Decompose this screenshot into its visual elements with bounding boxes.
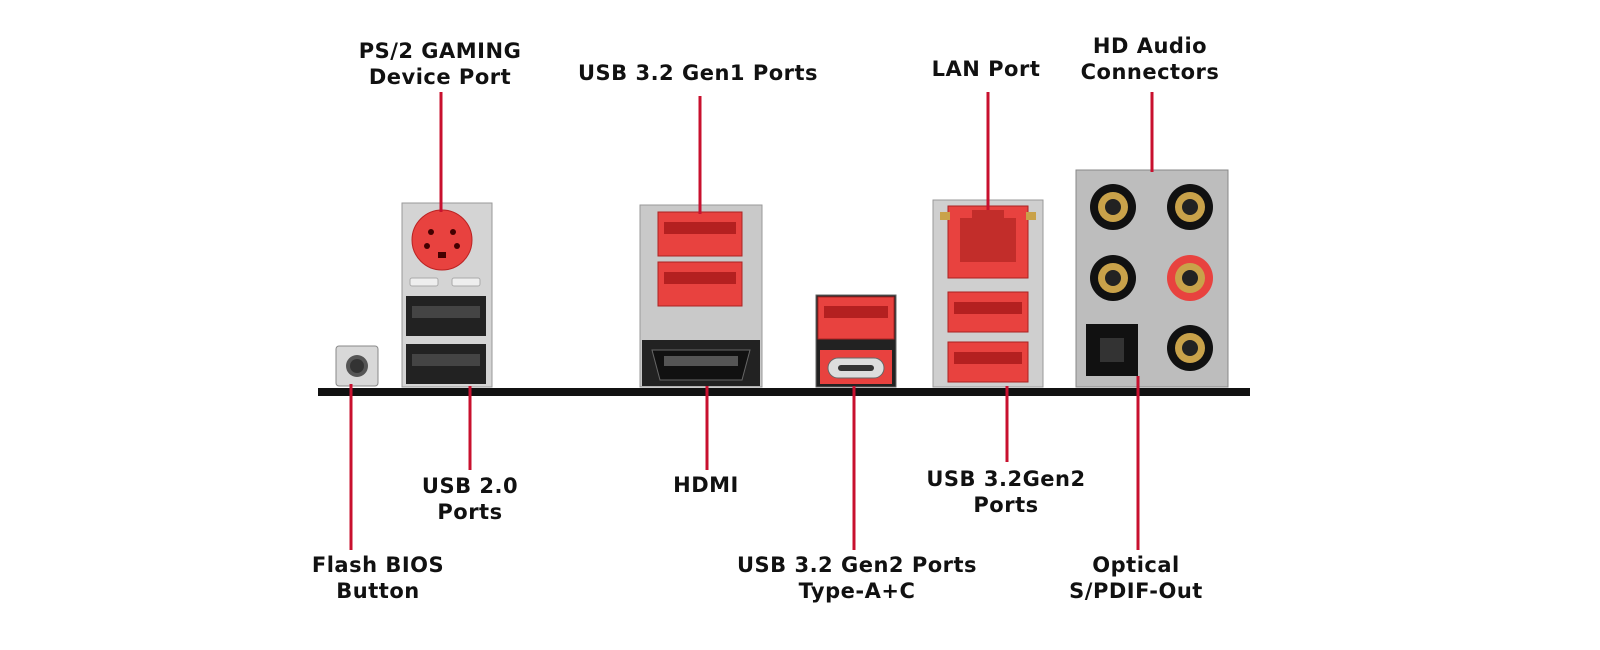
label-usb32-gen2-type-a-c: USB 3.2 Gen2 Ports Type-A+C xyxy=(737,552,977,604)
label-line-2: Ports xyxy=(973,493,1039,517)
label-line-1: USB 3.2 Gen2 Ports xyxy=(736,553,978,577)
label-usb20-ports: USB 2.0 Ports xyxy=(422,473,518,525)
label-line-1: Optical xyxy=(1092,553,1180,577)
label-line-2: S/PDIF-Out xyxy=(1069,579,1203,603)
label-optical-spdif-out: Optical S/PDIF-Out xyxy=(1069,552,1203,604)
label-line-1: USB 3.2Gen2 xyxy=(926,467,1086,491)
label-line-2: Device Port xyxy=(368,65,512,89)
label-hd-audio-connectors: HD Audio Connectors xyxy=(1081,33,1220,85)
label-line-2: Ports xyxy=(437,500,503,524)
usb32gen2-type-a-c-icon xyxy=(815,294,897,388)
label-flash-bios-button: Flash BIOS Button xyxy=(312,552,444,604)
hd-audio-connectors-icon xyxy=(1075,169,1229,388)
label-line-2: Type-A+C xyxy=(798,579,916,603)
label-lan-port: LAN Port xyxy=(932,56,1041,82)
flash-bios-button-icon xyxy=(335,345,379,387)
label-hdmi: HDMI xyxy=(673,472,739,498)
label-line-1: USB 3.2 Gen1 Ports xyxy=(577,61,819,85)
label-line-1: USB 2.0 xyxy=(421,474,519,498)
label-usb32-gen1-ports: USB 3.2 Gen1 Ports xyxy=(578,60,818,86)
label-line-2: Connectors xyxy=(1080,60,1220,84)
label-line-1: HD Audio xyxy=(1092,34,1208,58)
ps2-usb20-stack-icon xyxy=(401,202,493,388)
label-line-2: Button xyxy=(336,579,420,603)
usb32gen1-hdmi-stack-icon xyxy=(639,204,763,388)
label-line-1: HDMI xyxy=(673,473,739,497)
label-line-1: Flash BIOS xyxy=(311,553,445,577)
lan-usb32gen2-stack-icon xyxy=(932,199,1044,388)
io-shield-baseline xyxy=(318,388,1250,396)
label-line-1: PS/2 GAMING xyxy=(358,39,522,63)
label-line-1: LAN Port xyxy=(931,57,1041,81)
label-ps2-gaming-device-port: PS/2 GAMING Device Port xyxy=(359,38,522,90)
label-usb32-gen2-ports: USB 3.2Gen2 Ports xyxy=(926,466,1085,518)
